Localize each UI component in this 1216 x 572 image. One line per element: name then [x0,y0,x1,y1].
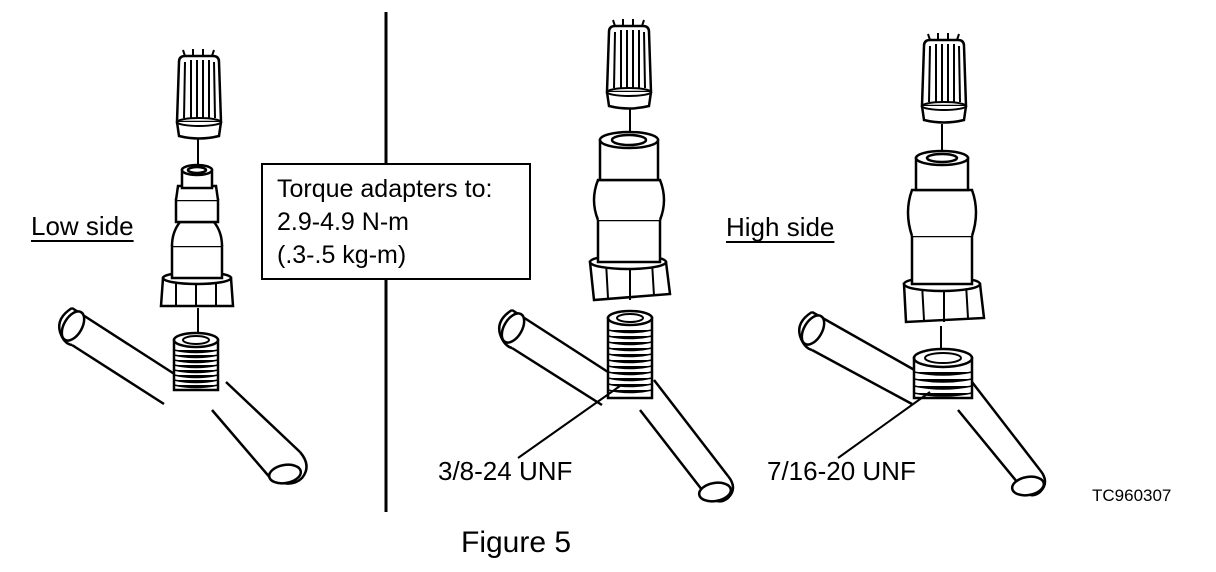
pipe-tee-icon [498,308,735,503]
valve-cap-icon [175,47,223,140]
service-adapter-icon [902,124,986,348]
torque-line-3: (.3-.5 kg-m) [277,241,407,269]
low-side-label: Low side [31,211,134,241]
high-side-label: High side [726,212,835,242]
service-adapter-icon [588,106,672,302]
valve-cap-icon [605,17,653,110]
low-side-assembly [58,47,308,485]
thread-label-high: 7/16-20 UNF [767,456,916,486]
torque-line-2: 2.9-4.9 N-m [277,208,409,236]
pipe-tee-icon [798,310,1047,497]
leader-line [517,385,621,459]
threaded-stub-icon [606,309,654,400]
figure-caption: Figure 5 [461,526,572,559]
threaded-stub-icon [912,347,974,400]
threaded-stub-icon [172,331,220,392]
valve-cap-icon [920,31,968,124]
thread-label-low: 3/8-24 UNF [438,456,573,486]
pipe-tee-icon [58,306,308,485]
service-adapter-icon [159,138,235,332]
image-code: TC960307 [1092,486,1172,505]
torque-spec-box: Torque adapters to: 2.9-4.9 N-m (.3-.5 k… [261,163,531,280]
high-side-assembly-a [498,17,735,503]
torque-line-1: Torque adapters to: [277,175,493,203]
high-side-assembly-b [798,31,1047,497]
leader-line [837,391,931,459]
